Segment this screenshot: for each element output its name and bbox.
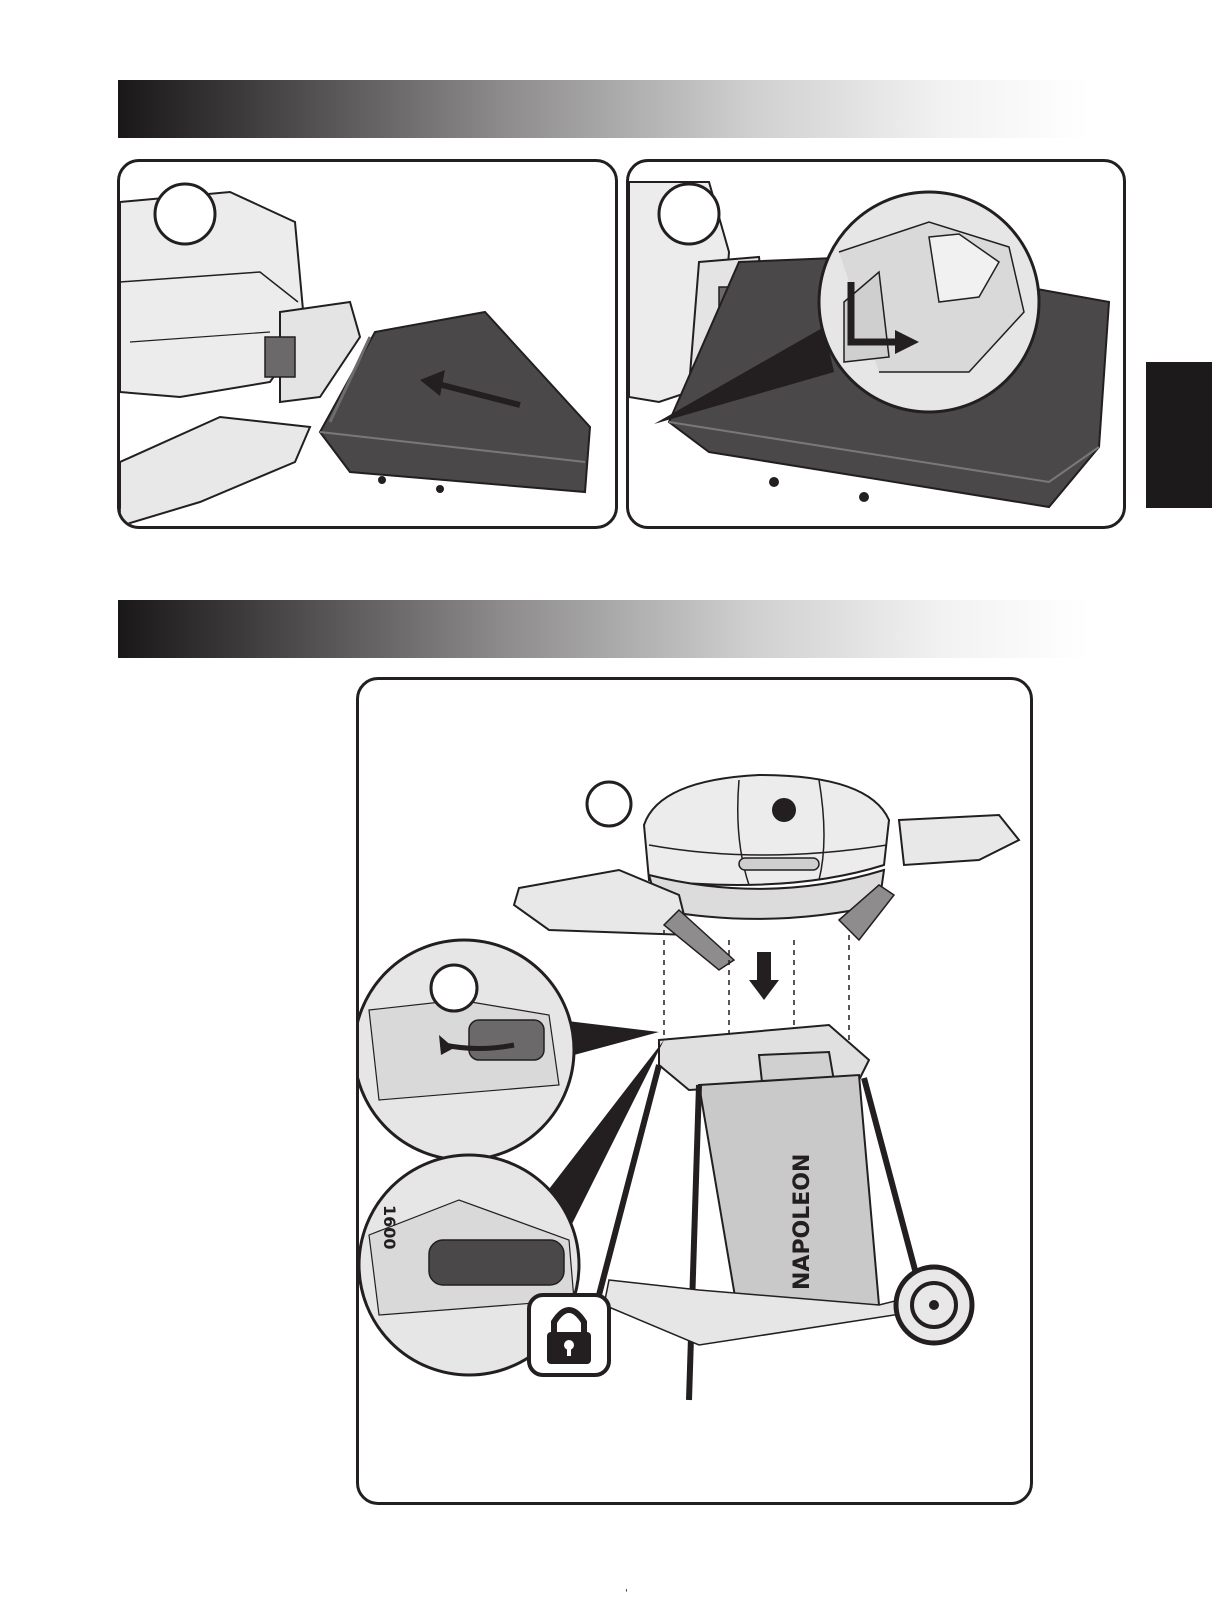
step-panel-lock-shelf xyxy=(626,159,1126,529)
lock-shelf-illustration xyxy=(629,162,1123,526)
part-number-label: 1600 xyxy=(380,1205,399,1250)
chapter-tab xyxy=(1146,362,1212,508)
section-header-bar-2 xyxy=(118,600,1090,658)
stand-brand-label: NAPOLEON xyxy=(790,1154,815,1290)
page-edge-mark: ' xyxy=(625,1588,628,1599)
section-header-bar-1 xyxy=(118,80,1090,138)
step-marker-circle xyxy=(155,184,215,244)
step-marker-circle xyxy=(431,965,477,1011)
step-marker-circle xyxy=(659,184,719,244)
brand-emblem-icon xyxy=(772,798,796,822)
step-panel-mount-on-stand: NAPOLEON 1600 xyxy=(356,677,1033,1505)
mount-on-stand-illustration: NAPOLEON 1600 xyxy=(359,680,1030,1502)
step-marker-circle xyxy=(587,782,631,826)
step-panel-slide-shelf xyxy=(117,159,618,529)
slide-shelf-illustration xyxy=(120,162,615,526)
